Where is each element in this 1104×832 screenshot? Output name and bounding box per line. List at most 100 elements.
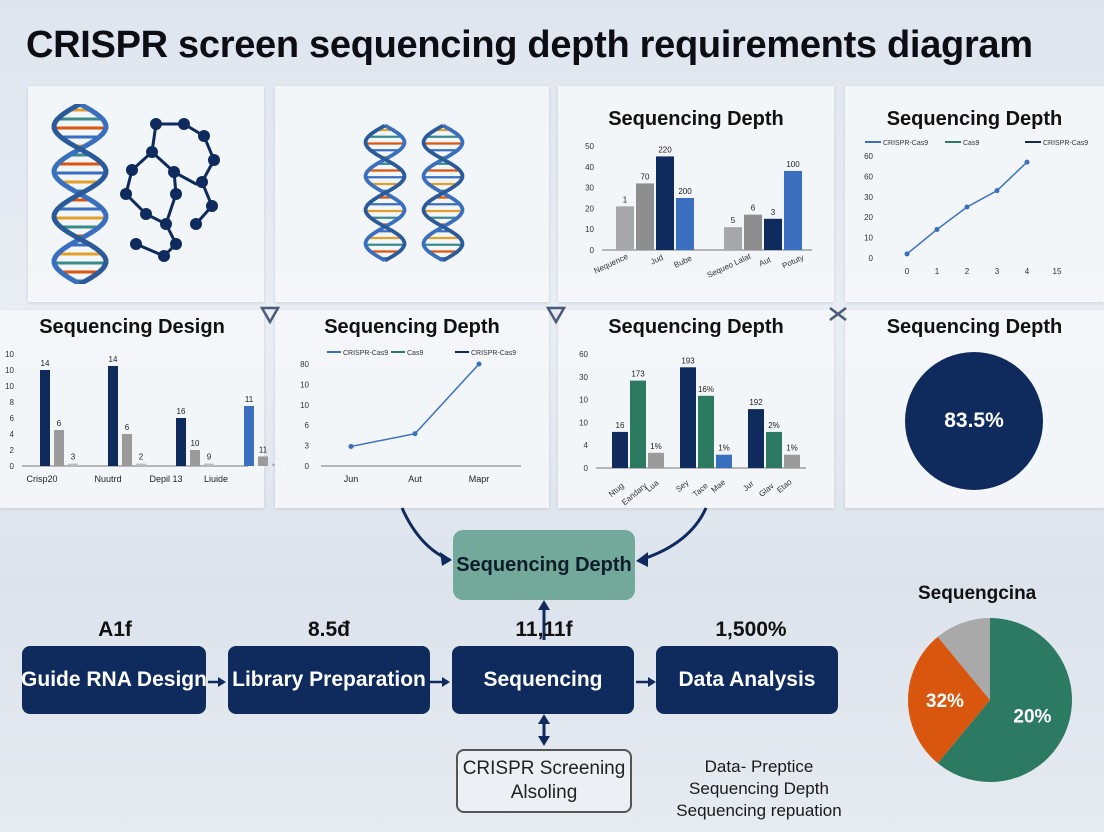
legend-label: CRISPR-Cas9 bbox=[471, 350, 516, 357]
x-tick-label: Sey bbox=[674, 478, 690, 494]
y-tick-label: 10 bbox=[579, 396, 588, 405]
panel-donut-stat: Sequencing Depth 83.5% bbox=[845, 310, 1104, 508]
y-tick-label: 0 bbox=[869, 254, 874, 263]
data-point bbox=[476, 361, 482, 367]
y-tick-label: 10 bbox=[300, 401, 309, 410]
x-tick-label: 1 bbox=[935, 267, 940, 276]
x-tick-label: Mapr bbox=[469, 474, 490, 484]
dna-helix-icon bbox=[51, 104, 109, 284]
bar-data-label: 220 bbox=[658, 145, 672, 154]
x-tick-label: Aut bbox=[758, 255, 773, 269]
data-point bbox=[964, 204, 970, 210]
bar bbox=[764, 218, 782, 250]
bar-data-label: 1% bbox=[786, 444, 798, 453]
bar bbox=[612, 431, 628, 468]
data-point bbox=[348, 443, 354, 449]
chart-title: Sequencing Depth bbox=[886, 108, 1063, 130]
bar-data-label: 16 bbox=[177, 407, 186, 416]
crispr-screening-box: CRISPR Screening Alsoling bbox=[456, 749, 632, 813]
bar-data-label: 11 bbox=[245, 395, 254, 404]
side-text-line2: Sequencing Depth bbox=[689, 779, 829, 798]
x-tick-label: Depil 13 bbox=[149, 474, 182, 484]
bar bbox=[616, 206, 634, 250]
bar-data-label: 16 bbox=[616, 421, 625, 430]
bar bbox=[784, 170, 802, 250]
panel-dna-molecule bbox=[28, 86, 264, 302]
y-tick-label: 0 bbox=[590, 246, 595, 255]
bar bbox=[766, 431, 782, 468]
y-tick-label: 60 bbox=[579, 350, 588, 359]
y-tick-label: 6 bbox=[305, 421, 310, 430]
bar bbox=[648, 452, 664, 468]
y-tick-label: 20 bbox=[585, 204, 594, 213]
stat-value: 83.5% bbox=[944, 409, 1004, 432]
pie-slice bbox=[908, 636, 990, 764]
x-tick-label: 3 bbox=[995, 267, 1000, 276]
y-tick-label: 4 bbox=[10, 430, 15, 439]
bar bbox=[176, 418, 186, 466]
y-tick-label: 10 bbox=[300, 380, 309, 389]
pie-slice-label: 32% bbox=[926, 691, 964, 712]
flow-step-library-preparation: Library Preparation bbox=[228, 646, 430, 714]
flow-value: 11,11f bbox=[515, 618, 573, 641]
bar-data-label: 2% bbox=[768, 421, 780, 430]
pie-chart: 20% 32% bbox=[908, 618, 1072, 782]
y-tick-label: 3 bbox=[305, 442, 310, 451]
x-tick-label: Mae bbox=[710, 477, 728, 494]
y-tick-label: 30 bbox=[585, 184, 594, 193]
pie-slice-label: 20% bbox=[1013, 706, 1051, 727]
flow-value: A1f bbox=[98, 618, 132, 641]
legend-label: CRISPR-Cas9 bbox=[883, 140, 928, 147]
chart-title: Sequencing Depth bbox=[608, 108, 784, 130]
y-tick-label: 60 bbox=[864, 152, 873, 161]
legend-label: Cas9 bbox=[407, 350, 423, 357]
flow-step-guide-rna-design: Guide RNA Design bbox=[21, 646, 207, 714]
pie-slice bbox=[937, 618, 990, 700]
y-tick-label: 10 bbox=[5, 366, 14, 375]
bar-data-label: 1% bbox=[650, 442, 662, 451]
bar bbox=[244, 406, 254, 466]
bar-data-label: 11 bbox=[259, 445, 268, 454]
flow-step-data-analysis: Data Analysis bbox=[656, 646, 838, 714]
x-tick-label: Nequence bbox=[593, 252, 630, 276]
bar-data-label: 6 bbox=[125, 423, 130, 432]
bar bbox=[258, 456, 268, 466]
x-tick-label: 15 bbox=[1053, 267, 1062, 276]
chart-title: Sequencing Design bbox=[39, 316, 225, 338]
bar-data-label: 5 bbox=[731, 216, 736, 225]
data-point bbox=[934, 226, 940, 232]
y-tick-label: 6 bbox=[10, 414, 15, 423]
y-tick-label: 4 bbox=[584, 441, 589, 450]
chart-title: Sequencing Depth bbox=[886, 316, 1063, 338]
data-point bbox=[904, 251, 910, 257]
y-tick-label: 0 bbox=[584, 464, 589, 473]
bar-data-label: 6 bbox=[57, 419, 62, 428]
bar-data-label: 192 bbox=[749, 398, 763, 407]
bar-chart-grouped: 0410103060161731%19316%1%1922%1%NtugEand… bbox=[579, 350, 806, 507]
bar-data-label: 6 bbox=[751, 204, 756, 213]
molecule-network-icon bbox=[120, 118, 220, 262]
side-annotation: Data- Preptice Sequencing Depth Sequenci… bbox=[654, 756, 864, 822]
x-tick-label: Aut bbox=[408, 474, 422, 484]
chart-title: Sequencing Depth bbox=[324, 316, 500, 338]
bar-data-label: 3 bbox=[771, 208, 776, 217]
bar bbox=[656, 156, 674, 250]
pie-slice bbox=[937, 618, 1072, 782]
y-tick-label: 30 bbox=[864, 193, 873, 202]
bar bbox=[204, 463, 214, 466]
bar bbox=[190, 450, 200, 466]
bar-data-label: 3 bbox=[71, 453, 76, 462]
bar-data-label: 10 bbox=[191, 439, 200, 448]
x-tick-label: Nuutrd bbox=[94, 474, 121, 484]
x-tick-label: Tace bbox=[691, 481, 710, 499]
y-tick-label: 10 bbox=[579, 418, 588, 427]
bar-data-label: 193 bbox=[681, 356, 695, 365]
helix-strand bbox=[51, 104, 109, 284]
bar bbox=[630, 380, 646, 468]
